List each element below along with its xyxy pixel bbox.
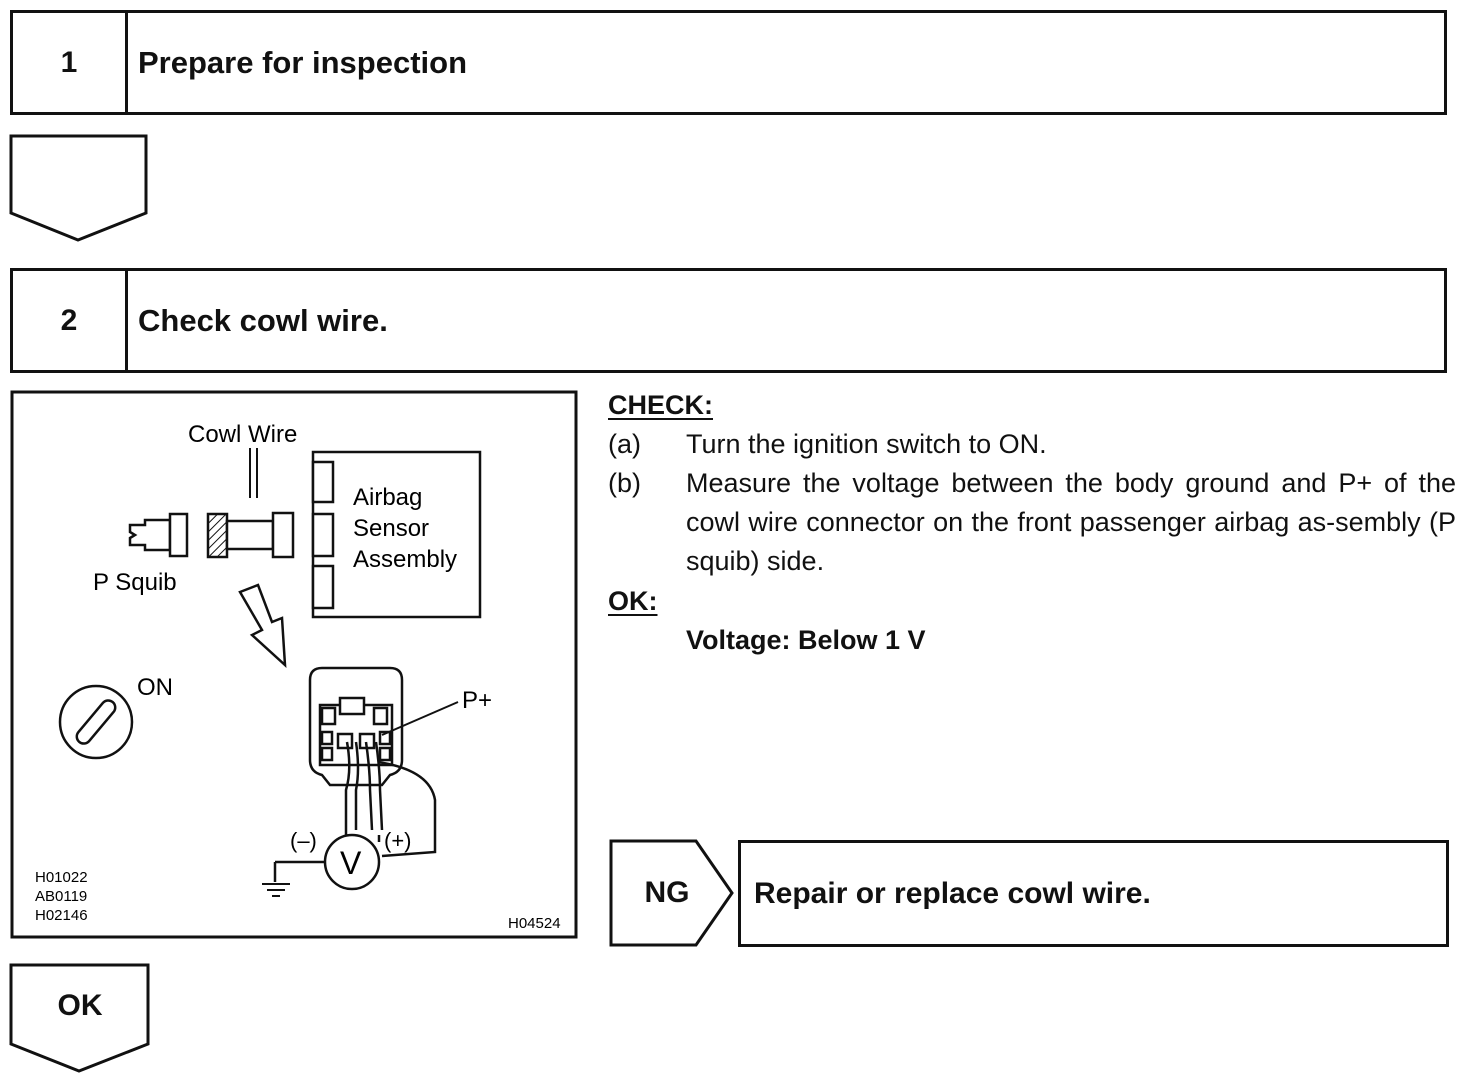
p-plus-label: P+: [462, 687, 492, 714]
step-2-number: 2: [13, 271, 128, 370]
negative-probe-label: (–): [290, 828, 317, 853]
airbag-label-line-3: Assembly: [353, 546, 457, 573]
p-squib-label: P Squib: [93, 569, 177, 596]
direction-arrow: [238, 583, 287, 669]
cowl-wire-inspection-figure: Cowl Wire P Squib Airbag Sensor Assembly…: [10, 390, 578, 939]
check-item-a-letter: (a): [608, 429, 641, 459]
figure-code-1: H01022: [35, 869, 88, 886]
ground-symbol-icon: [262, 883, 290, 897]
figure-code-3: H02146: [35, 907, 88, 924]
check-item-a-text: Turn the ignition switch to ON.: [686, 429, 1047, 459]
connector-face: [308, 666, 404, 787]
ng-action-text: Repair or replace cowl wire.: [754, 876, 1151, 910]
check-item-a: (a) Turn the ignition switch to ON.: [608, 425, 1458, 465]
airbag-label-line-1: Airbag: [353, 484, 422, 511]
ng-action-box: Repair or replace cowl wire.: [738, 840, 1449, 947]
figure-id: H04524: [508, 915, 561, 932]
positive-probe-label: (+): [384, 828, 412, 853]
airbag-label-line-2: Sensor: [353, 515, 429, 542]
step-1-title: Prepare for inspection: [138, 44, 468, 80]
step-1-number: 1: [13, 13, 128, 112]
ok-branch-arrow: [9, 963, 150, 1073]
p-squib-connector: [128, 512, 189, 558]
ng-label: NG: [644, 876, 690, 909]
cowl-wire-label: Cowl Wire: [188, 421, 297, 448]
check-item-b: (b) Measure the voltage between the body…: [608, 464, 1458, 584]
figure-code-2: AB0119: [35, 888, 87, 905]
ok-value: Voltage: Below 1 V: [686, 625, 926, 655]
ignition-on-label: ON: [137, 674, 173, 701]
step-2-title: Check cowl wire.: [138, 302, 388, 338]
check-heading: CHECK:: [608, 390, 713, 420]
airbag-sensor-assembly: [311, 450, 482, 619]
svg-text:V: V: [340, 845, 362, 881]
check-item-b-text: Measure the voltage between the body gro…: [686, 468, 1456, 576]
check-section: CHECK: (a) Turn the ignition switch to O…: [608, 386, 1458, 676]
cowl-wire-connector: [206, 511, 295, 559]
probe-wires: [344, 741, 437, 858]
step-1-continue-arrow: [9, 134, 148, 242]
step-1-header: 1 Prepare for inspection: [10, 10, 1447, 115]
ok-heading: OK:: [608, 586, 658, 616]
ignition-switch-icon: [58, 684, 134, 760]
ng-branch-arrow: [609, 839, 734, 947]
ok-branch-label: OK: [57, 989, 103, 1022]
voltmeter-icon: V: [323, 833, 381, 891]
check-item-b-letter: (b): [608, 468, 641, 498]
step-2-header: 2 Check cowl wire.: [10, 268, 1447, 373]
